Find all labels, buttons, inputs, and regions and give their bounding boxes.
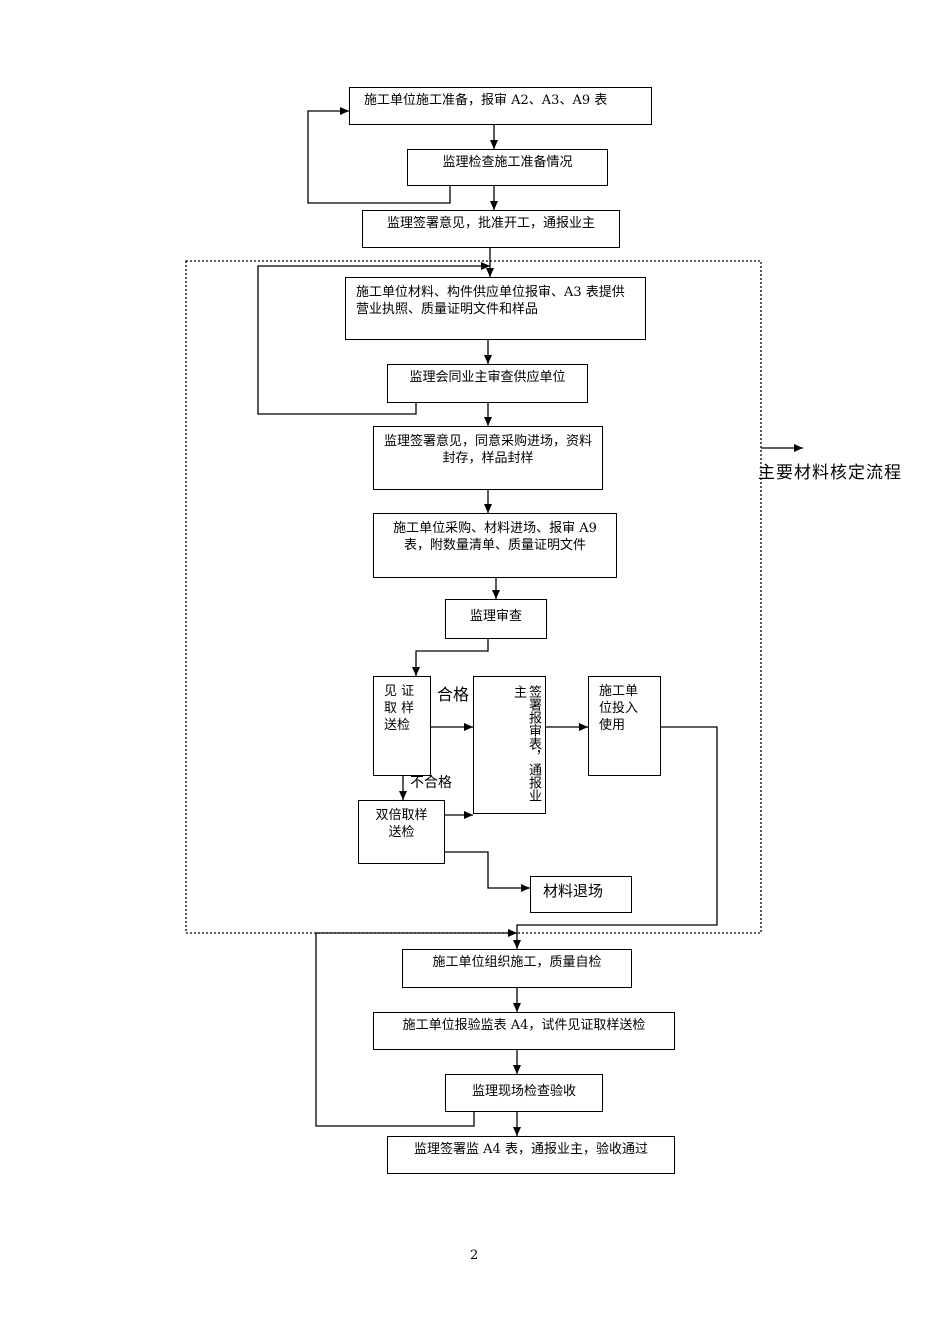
box-supervisor-review: 监理审查	[445, 599, 547, 639]
box-supplier-submission: 施工单位材料、构件供应单位报审、A3 表提供营业执照、质量证明文件和样品	[345, 277, 646, 340]
box-witness-sampling-text: 见 证 取 样 送检	[384, 684, 415, 733]
box-final-approval: 监理签署监 A4 表，通报业主，验收通过	[387, 1136, 675, 1174]
box-site-acceptance-text: 监理现场检查验收	[471, 1084, 576, 1099]
box-review-supplier: 监理会同业主审查供应单位	[387, 364, 588, 403]
box-supervisor-review-text: 监理审查	[469, 609, 522, 624]
box-material-entry-text: 施工单位采购、材料进场、报审 A9 表，附数量清单、质量证明文件	[393, 521, 597, 553]
box-final-approval-text: 监理签署监 A4 表，通报业主，验收通过	[414, 1142, 648, 1157]
box-review-supplier-text: 监理会同业主审查供应单位	[409, 370, 566, 385]
box-put-into-use-text: 施工单位投入使用	[599, 684, 639, 733]
box-approve-start-text: 监理签署意见，批准开工，通报业主	[386, 216, 595, 231]
box-sign-report: 签署报审表，通报业主	[473, 676, 546, 814]
box-inspect-prep: 监理检查施工准备情况	[407, 149, 608, 186]
arrow-b12-b13	[445, 851, 530, 892]
loop-b16-to-b14	[315, 929, 517, 1127]
material-section-frame	[185, 260, 762, 934]
label-pass: 合格	[437, 685, 470, 704]
box-double-sampling: 双倍取样送检	[358, 800, 445, 864]
box-inspection-request: 施工单位报验监表 A4，试件见证取样送检	[373, 1012, 675, 1050]
box-material-entry: 施工单位采购、材料进场、报审 A9 表，附数量清单、质量证明文件	[373, 513, 617, 578]
loop-b2-to-b1	[307, 107, 451, 204]
box-inspect-prep-text: 监理检查施工准备情况	[442, 155, 573, 170]
box-construction-prep-text: 施工单位施工准备，报审 A2、A3、A9 表	[364, 93, 608, 108]
box-organize-construction: 施工单位组织施工，质量自检	[402, 949, 632, 988]
box-material-removal-text: 材料退场	[543, 882, 604, 900]
box-sign-report-text: 签署报审表，通报业主	[511, 685, 541, 802]
page-number: 2	[470, 1248, 479, 1263]
label-fail: 不合格	[410, 775, 452, 791]
box-double-sampling-text: 双倍取样送检	[375, 808, 428, 840]
box-material-removal: 材料退场	[530, 876, 632, 913]
box-approve-purchase-text: 监理签署意见，同意采购进场，资料封存，样品封样	[384, 434, 593, 466]
arrow-b8-b9	[412, 639, 489, 676]
box-construction-prep: 施工单位施工准备，报审 A2、A3、A9 表	[349, 87, 652, 125]
loop-b5-to-b4	[257, 262, 490, 415]
box-site-acceptance: 监理现场检查验收	[445, 1074, 603, 1112]
box-inspection-request-text: 施工单位报验监表 A4，试件见证取样送检	[402, 1018, 646, 1033]
box-organize-construction-text: 施工单位组织施工，质量自检	[432, 955, 602, 970]
box-approve-start: 监理签署意见，批准开工，通报业主	[362, 210, 620, 248]
box-supplier-submission-text: 施工单位材料、构件供应单位报审、A3 表提供营业执照、质量证明文件和样品	[356, 285, 625, 317]
box-witness-sampling: 见 证 取 样 送检	[373, 676, 431, 776]
side-title: 主要材料核定流程	[758, 463, 902, 483]
box-put-into-use: 施工单位投入使用	[588, 676, 661, 776]
box-approve-purchase: 监理签署意见，同意采购进场，资料封存，样品封样	[373, 426, 603, 490]
